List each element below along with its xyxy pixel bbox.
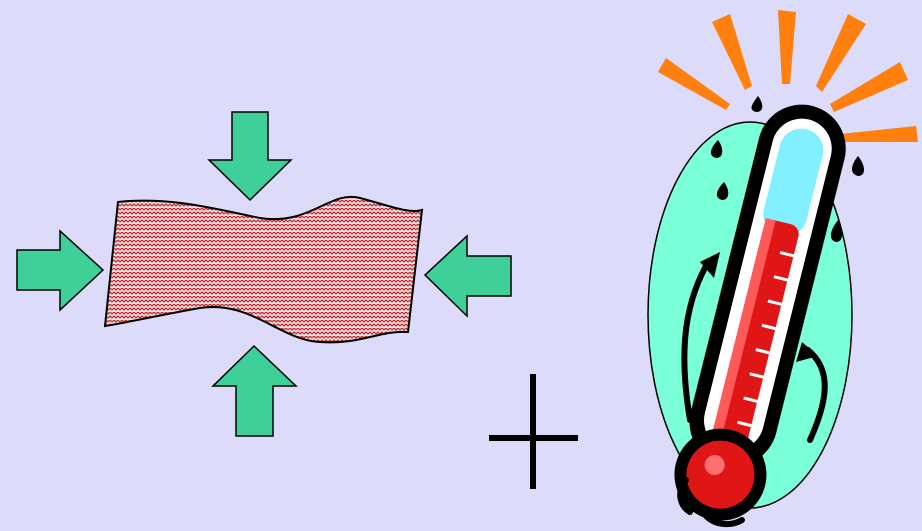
arrow-top-pointing-down-icon [209,112,291,200]
plus-icon [489,374,578,489]
arrow-left-pointing-right-icon [17,231,103,310]
compressed-material-group [17,112,511,436]
arrow-bottom-pointing-up-icon [213,346,296,436]
arrow-right-pointing-left-icon [425,236,511,316]
wavy-sheet-icon [105,197,422,343]
hot-thermometer-group [648,10,918,530]
